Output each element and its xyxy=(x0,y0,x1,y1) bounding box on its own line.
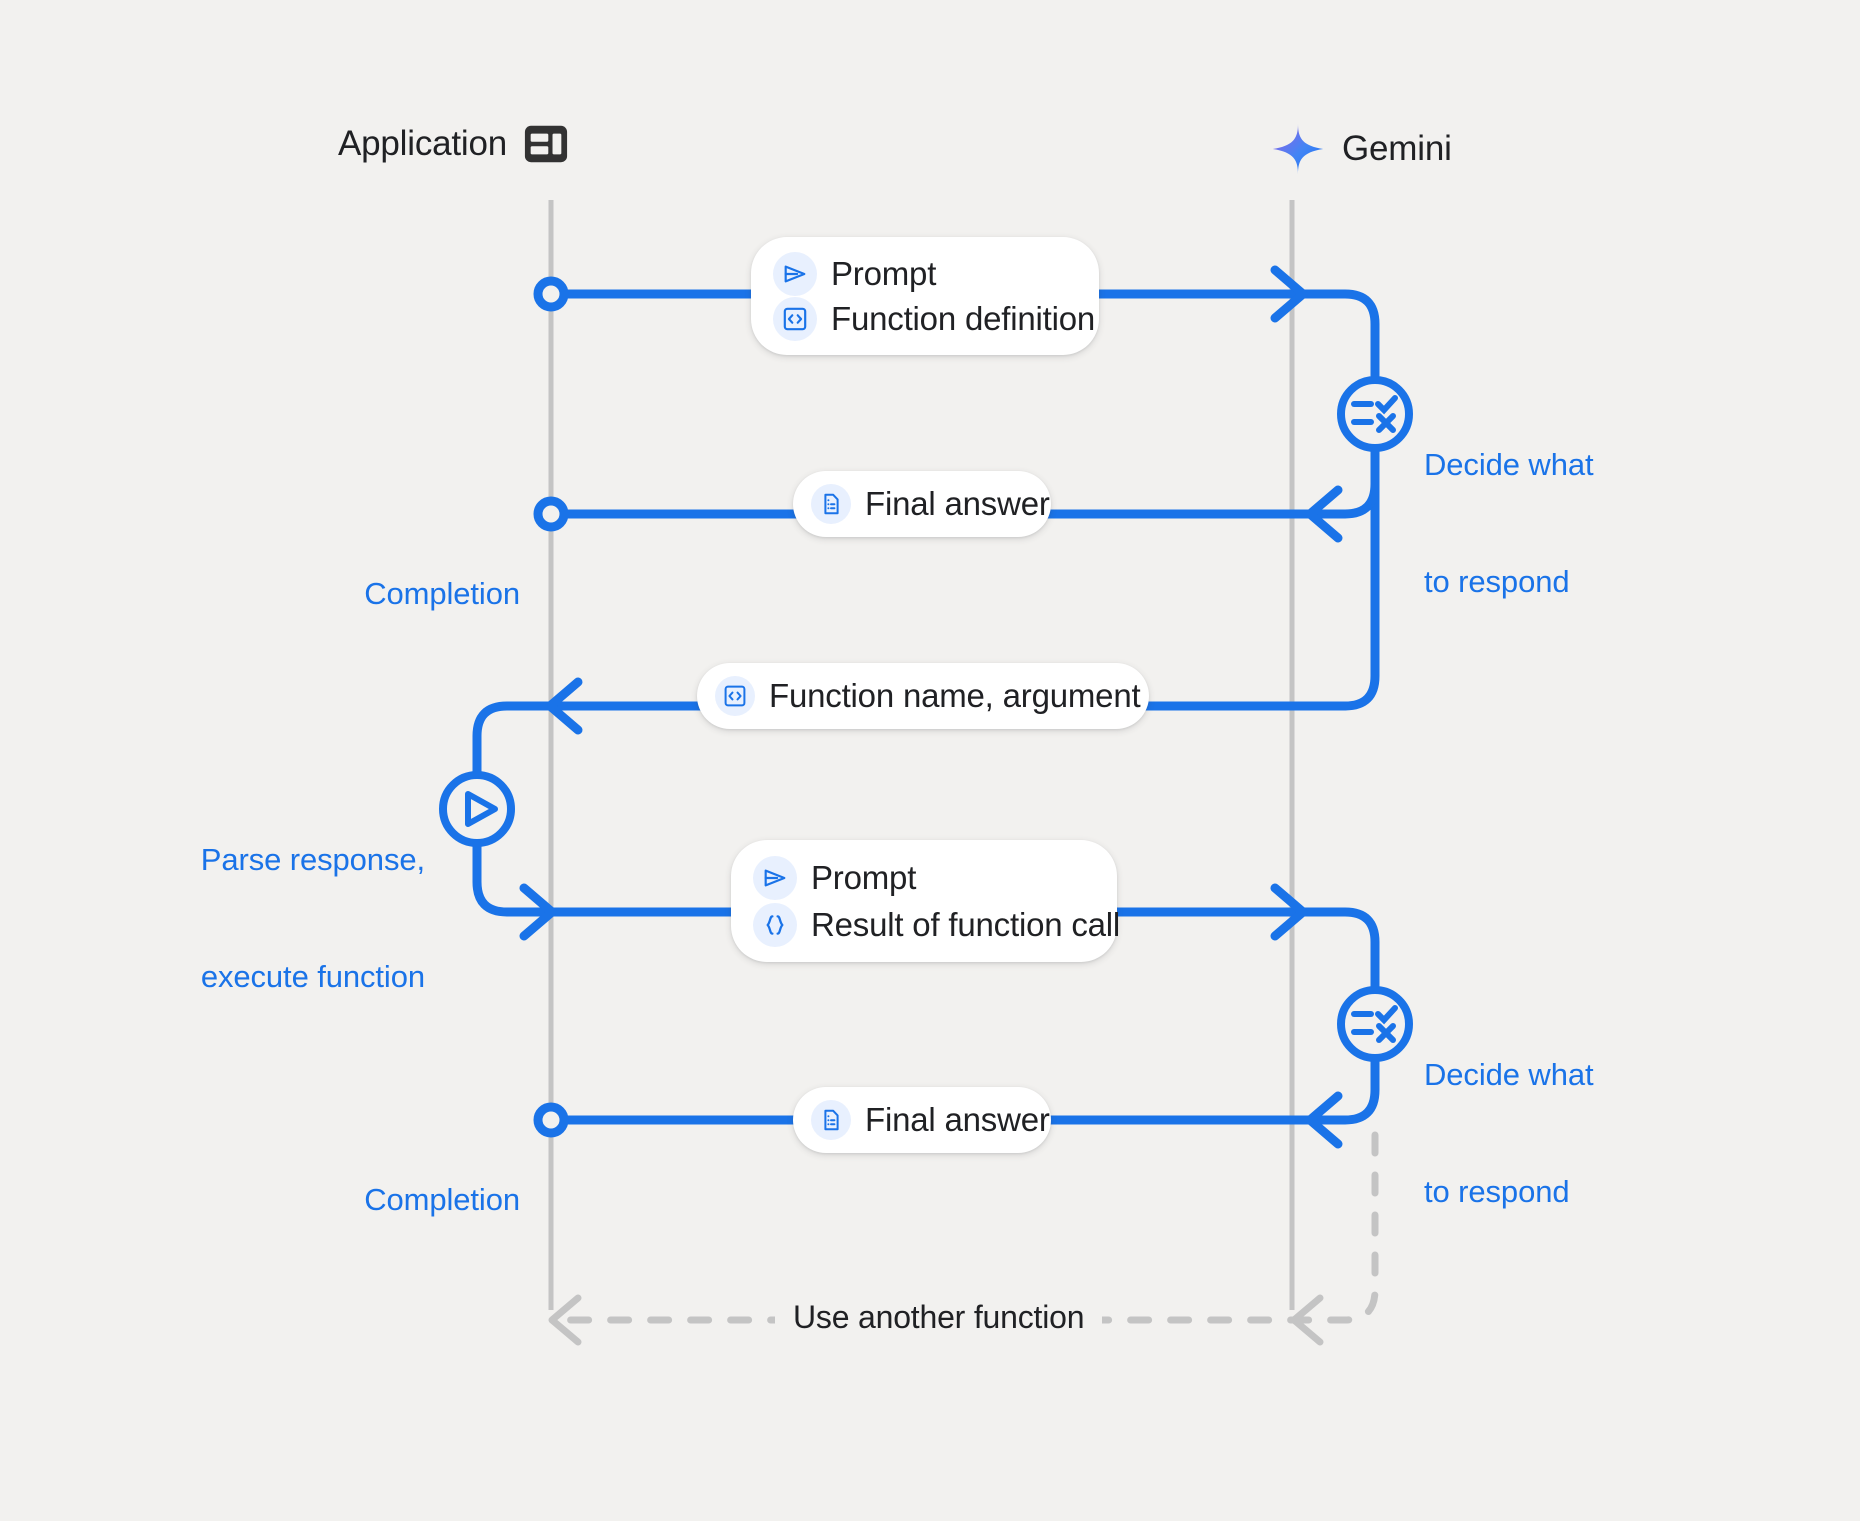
completion-label-1: Completion xyxy=(360,496,520,691)
card-row: Final answer xyxy=(811,481,1050,527)
loop-wire-vertical xyxy=(547,1131,1379,1324)
arrowhead-to-app-1 xyxy=(1305,485,1343,543)
loop-arrowhead-application xyxy=(548,1294,582,1346)
message-card-final-answer-2[interactable]: Final answer xyxy=(793,1087,1051,1153)
card-label: Prompt xyxy=(811,858,917,896)
decision-node-2 xyxy=(1337,986,1413,1062)
message-card-final-answer-1[interactable]: Final answer xyxy=(793,471,1051,537)
decision-node-1 xyxy=(1337,376,1413,452)
decision-label-1: Decide what to respond xyxy=(1424,367,1594,679)
decision-label-2-line1: Decide what xyxy=(1424,1057,1594,1093)
send-icon xyxy=(773,251,817,296)
arrowhead-into-app-lane xyxy=(519,883,557,941)
card-label: Function name, argument xyxy=(769,677,1141,714)
wire-prompt-to-gemini xyxy=(546,289,1380,381)
arrowhead-into-gemini-2 xyxy=(1270,883,1308,941)
app-window-icon xyxy=(523,121,569,167)
card-label: Final answer xyxy=(865,1101,1050,1138)
lane-header-gemini: Gemini xyxy=(1270,121,1452,177)
play-icon xyxy=(465,791,498,827)
loop-arrowhead-gemini xyxy=(1290,1294,1324,1346)
decision-label-1-line1: Decide what xyxy=(1424,447,1594,483)
code-brackets-icon xyxy=(773,296,817,341)
decision-label-1-line2: to respond xyxy=(1424,564,1570,600)
arrowhead-to-app-3 xyxy=(1305,1091,1343,1149)
decision-label-2: Decide what to respond xyxy=(1424,977,1594,1289)
card-row: Function name, argument xyxy=(715,673,1141,719)
loop-wire-use-another-function xyxy=(547,1131,1379,1346)
card-label: Function definition xyxy=(831,299,1096,337)
checklist-decision-icon xyxy=(1351,1005,1398,1043)
message-card-function-name-argument[interactable]: Function name, argument xyxy=(697,663,1149,729)
parse-execute-label-line2: execute function xyxy=(200,959,425,995)
card-row: Prompt xyxy=(773,251,1069,296)
card-row: Result of function call xyxy=(753,901,1120,948)
message-card-prompt-function-definition[interactable]: Prompt Function definition xyxy=(751,237,1099,355)
message-card-prompt-result-of-function-call[interactable]: Prompt Result of function call xyxy=(731,840,1120,962)
lane-title-gemini: Gemini xyxy=(1342,129,1452,168)
arrowhead-to-app-2 xyxy=(545,677,583,735)
card-label: Final answer xyxy=(865,485,1050,522)
parse-execute-label-line1: Parse response, xyxy=(200,842,425,878)
wire-decide2-to-completion xyxy=(546,1057,1380,1125)
code-brackets-icon xyxy=(715,676,755,716)
card-row: Prompt xyxy=(753,854,1087,901)
completion-label-2-text: Completion xyxy=(364,1182,520,1218)
parse-execute-node xyxy=(439,771,515,847)
card-label: Result of function call xyxy=(811,905,1121,943)
completion-node-2 xyxy=(533,1102,569,1138)
document-icon xyxy=(811,1100,851,1140)
gemini-sparkle-icon xyxy=(1270,121,1326,177)
wire-decide1-to-completion xyxy=(546,447,1380,519)
checklist-decision-icon xyxy=(1351,395,1398,433)
decision-label-2-line2: to respond xyxy=(1424,1174,1570,1210)
lane-title-application: Application xyxy=(338,124,508,163)
card-label: Prompt xyxy=(831,254,937,292)
completion-node-1 xyxy=(533,496,569,532)
flow-nodes xyxy=(439,276,1413,1138)
loop-label-use-another-function: Use another function xyxy=(775,1299,1103,1336)
lane-header-application: Application xyxy=(338,121,569,167)
send-icon xyxy=(753,855,797,900)
loop-label-text: Use another function xyxy=(793,1299,1085,1335)
completion-label-1-text: Completion xyxy=(364,576,520,612)
card-row: Final answer xyxy=(811,1097,1050,1143)
parse-execute-label: Parse response, execute function xyxy=(195,762,425,1074)
curly-braces-icon xyxy=(753,902,797,947)
completion-label-2: Completion xyxy=(360,1102,520,1297)
start-node-application xyxy=(533,276,569,312)
document-icon xyxy=(811,484,851,524)
wire-function-call-to-app xyxy=(472,701,1350,786)
arrowhead-into-gemini-1 xyxy=(1270,265,1308,323)
card-row: Function definition xyxy=(773,296,1095,341)
